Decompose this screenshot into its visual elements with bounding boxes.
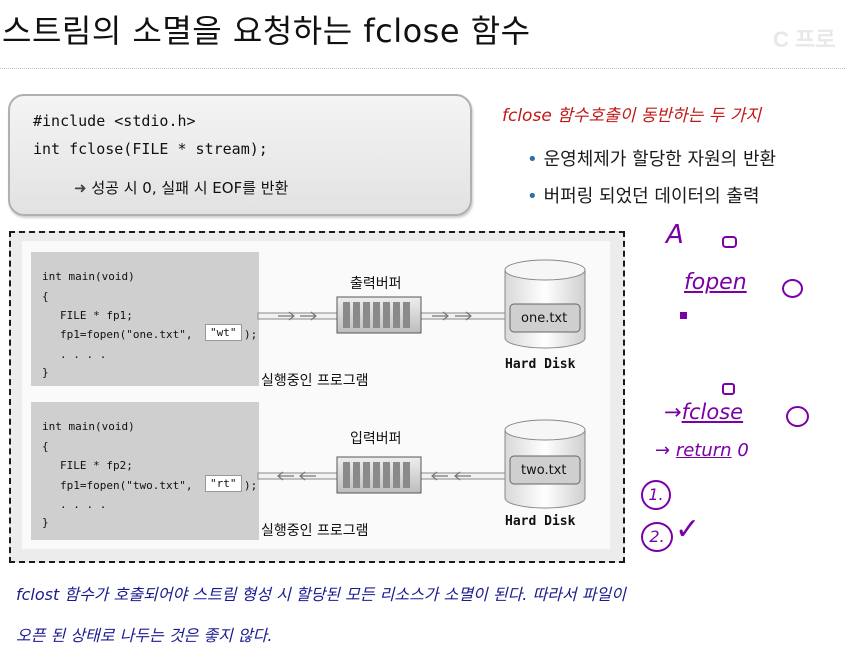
page-title: 스트림의 소멸을 요청하는 fclose 함수 <box>2 12 531 50</box>
note-one: 1. <box>641 480 671 510</box>
note-return-line: → return 0 <box>655 440 749 461</box>
right-arrow-icon: ➜ <box>74 179 87 197</box>
hard-disk-top <box>504 259 586 349</box>
input-buffer-label: 입력버퍼 <box>350 431 402 447</box>
code-line: { <box>42 440 49 453</box>
code-line: fp1=fopen("one.txt", <box>60 328 193 341</box>
code-box-output <box>31 252 259 386</box>
code-line: . . . . <box>60 498 107 511</box>
small-circle-mark <box>722 236 737 248</box>
check-icon: ✓ <box>675 512 701 547</box>
code-box-input <box>31 402 259 540</box>
bullet-dot: • <box>527 186 538 207</box>
annotation-heading: fclose 함수호출이 동반하는 두 가지 <box>502 106 762 126</box>
code-line: FILE * fp2; <box>60 459 133 472</box>
bullet-1-text: 운영체제가 할당한 자원의 반환 <box>543 149 777 170</box>
mode-wt: "wt" <box>205 324 242 341</box>
code-line: } <box>42 516 49 529</box>
code-line: fp1=fopen("two.txt", <box>60 479 193 492</box>
arrow-icon: → <box>664 400 682 424</box>
zero-circle-mark-3 <box>786 406 809 427</box>
prototype-line: int fclose(FILE * stream); <box>33 140 268 158</box>
code-line: { <box>42 290 49 303</box>
return-desc: ➜ 성공 시 0, 실패 시 EOF를 반환 <box>74 177 288 198</box>
bullet-2: •버퍼링 되었던 데이터의 출력 <box>527 182 760 208</box>
program-label-top: 실행중인 프로그램 <box>261 373 369 389</box>
code-line: int main(void) <box>42 270 135 283</box>
hard-disk-label-bottom: Hard Disk <box>505 514 576 529</box>
code-line: . . . . <box>60 348 107 361</box>
small-circle-mark-2 <box>722 383 735 395</box>
mode-rt: "rt" <box>205 475 242 492</box>
left-arrows-input <box>277 471 471 481</box>
bullet-2-text: 버퍼링 되었던 데이터의 출력 <box>543 186 760 207</box>
footer-note-line-1: fclost 함수가 호출되어야 스트림 형성 시 할당된 모든 리소스가 소멸… <box>16 585 626 604</box>
note-a: A <box>666 220 684 250</box>
output-buffer-label: 출력버퍼 <box>350 276 402 292</box>
return-desc-text: 성공 시 0, 실패 시 EOF를 반환 <box>91 179 289 197</box>
output-buffer <box>336 296 422 334</box>
arrow-icon: → <box>655 440 671 461</box>
note-zero: 0 <box>737 440 749 461</box>
code-line: ); <box>244 479 258 492</box>
file-one-txt: one.txt <box>521 311 568 326</box>
prototype-box <box>8 94 472 216</box>
right-arrows-output <box>278 311 472 321</box>
divider <box>0 68 845 69</box>
code-line: } <box>42 366 49 379</box>
note-return: return <box>675 440 732 461</box>
hard-disk-bottom <box>504 419 586 509</box>
file-two-txt: two.txt <box>521 463 567 478</box>
zero-circle-mark <box>782 279 803 298</box>
code-line: FILE * fp1; <box>60 309 133 322</box>
input-buffer <box>336 456 422 494</box>
include-line: #include <stdio.h> <box>33 112 196 130</box>
bullet-dot: • <box>527 149 538 170</box>
dot-mark <box>680 312 687 319</box>
footer-note-line-2: 오픈 된 상태로 나두는 것은 좋지 않다. <box>16 626 273 645</box>
hard-disk-label-top: Hard Disk <box>505 357 576 372</box>
note-two: 2. <box>641 522 673 552</box>
code-line: ); <box>244 328 258 341</box>
code-line: int main(void) <box>42 420 135 433</box>
logo: C 프로 <box>773 27 836 52</box>
note-fopen: fopen <box>684 270 747 295</box>
note-fclose: fclose <box>681 400 744 424</box>
note-fclose-line: →fclose <box>664 400 743 424</box>
bullet-1: •운영체제가 할당한 자원의 반환 <box>527 145 776 171</box>
program-label-bottom: 실행중인 프로그램 <box>261 523 369 539</box>
